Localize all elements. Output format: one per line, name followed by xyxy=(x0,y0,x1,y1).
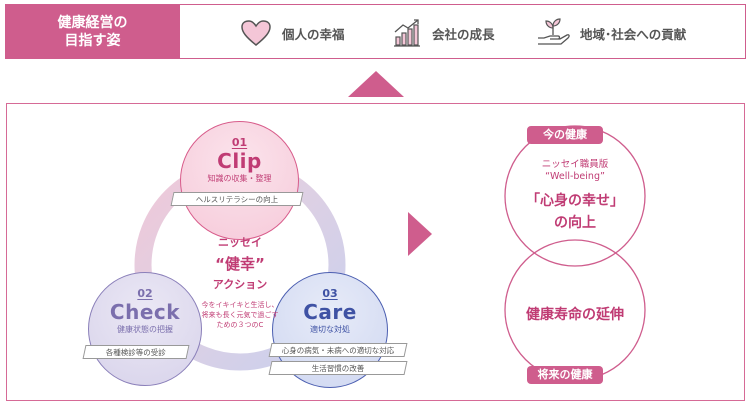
center-description: 今をイキイキと生活し、 将来も長く元気で過ごす ための３つのC xyxy=(184,300,296,330)
clip-number: 01 xyxy=(231,136,248,149)
center-line2: “健幸” xyxy=(215,255,265,273)
now-health-label: 今の健康 xyxy=(527,126,603,144)
care-subtitle: 適切な対処 xyxy=(310,325,350,334)
brand-line2: “Well-being” xyxy=(545,171,605,182)
right-arrow-icon xyxy=(408,212,432,256)
center-desc-line2: 将来も長く元気で過ごす xyxy=(201,311,279,319)
goal-banner-label: 健康経営の 目指す姿 xyxy=(5,4,180,59)
growth-chart-icon xyxy=(394,19,420,47)
pillar-label: 地域･社会への貢献 xyxy=(580,26,687,42)
care-tag-text: 心身の病気・未病への適切な対応 xyxy=(281,346,395,355)
center-desc-line1: 今をイキイキと生活し、 xyxy=(201,301,279,309)
main-line1: 「心身の幸せ」 xyxy=(526,193,624,209)
cycle-center: ニッセイ “健幸” アクション 今をイキイキと生活し、 将来も長く元気で過ごす … xyxy=(184,234,296,330)
check-subtitle: 健康状態の把握 xyxy=(117,325,173,334)
clip-title: Clip xyxy=(217,149,262,173)
pillar-company-growth: 会社の成長 xyxy=(392,18,495,48)
clip-tag-text: ヘルスリテラシーの向上 xyxy=(195,195,278,204)
pillar-label: 会社の成長 xyxy=(432,26,495,42)
check-title: Check xyxy=(109,300,181,324)
pillar-personal-happiness: 個人の幸福 xyxy=(240,18,345,48)
center-desc-line3: ための３つのC xyxy=(216,321,264,329)
action-panel xyxy=(6,103,745,401)
care-number: 03 xyxy=(322,287,338,300)
goal-label-line2: 目指す姿 xyxy=(64,32,121,49)
wellbeing-block: ニッセイ職員版 “Well-being” 「心身の幸せ」 の向上 xyxy=(500,156,650,232)
care-tag-1: 心身の病気・未病への適切な対応 xyxy=(268,343,408,357)
check-number: 02 xyxy=(137,287,153,300)
check-tag: 各種検診等の受診 xyxy=(82,345,190,359)
clip-subtitle: 知識の収集・整理 xyxy=(207,174,272,183)
brand-line1: ニッセイ職員版 xyxy=(541,159,609,170)
check-circle: 02 Check 健康状態の把握 xyxy=(88,272,202,386)
heart-icon xyxy=(241,20,271,46)
care-tag-text: 生活習慣の改善 xyxy=(311,364,365,373)
hand-sprout-icon xyxy=(538,18,570,45)
pillar-label: 個人の幸福 xyxy=(282,26,345,42)
future-health-label: 将来の健康 xyxy=(527,366,603,384)
main-line2: の向上 xyxy=(554,215,596,231)
up-arrow-icon xyxy=(348,71,404,97)
longevity-text: 健康寿命の延伸 xyxy=(526,307,624,323)
care-title: Care xyxy=(303,300,357,324)
pillar-community-contribution: 地域･社会への貢献 xyxy=(536,18,686,48)
center-line1: ニッセイ xyxy=(218,236,262,249)
care-tag-2: 生活習慣の改善 xyxy=(268,361,408,375)
clip-circle: 01 Clip 知識の収集・整理 xyxy=(180,121,299,240)
clip-tag: ヘルスリテラシーの向上 xyxy=(170,192,304,206)
check-tag-text: 各種検診等の受診 xyxy=(105,348,166,357)
goal-label-line1: 健康経営の xyxy=(57,14,128,31)
center-line3: アクション xyxy=(212,278,268,291)
